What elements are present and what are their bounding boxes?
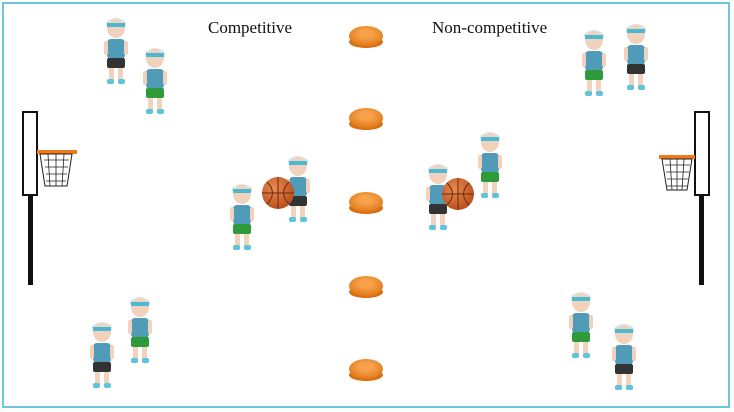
competitive-label: Competitive [208, 18, 293, 37]
player-icon [582, 30, 606, 96]
basketball-hoop-icon [659, 111, 710, 285]
player-icon [128, 297, 152, 363]
player-icon [104, 18, 128, 84]
cone-icon [349, 108, 383, 130]
player-icon [143, 48, 167, 114]
cone-icon [349, 192, 383, 214]
player-icon [90, 322, 114, 388]
non-competitive-label: Non-competitive [432, 18, 548, 37]
basketball-hoop-icon [22, 111, 77, 285]
basketball-icon [441, 177, 475, 211]
player-icon [569, 292, 593, 358]
player-icon [230, 184, 254, 250]
cone-icon [349, 359, 383, 381]
cone-icon [349, 276, 383, 298]
cone-icon [349, 26, 383, 48]
basketball-icon [261, 176, 295, 210]
player-icon [478, 132, 502, 198]
player-icon [624, 24, 648, 90]
player-icon [612, 324, 636, 390]
